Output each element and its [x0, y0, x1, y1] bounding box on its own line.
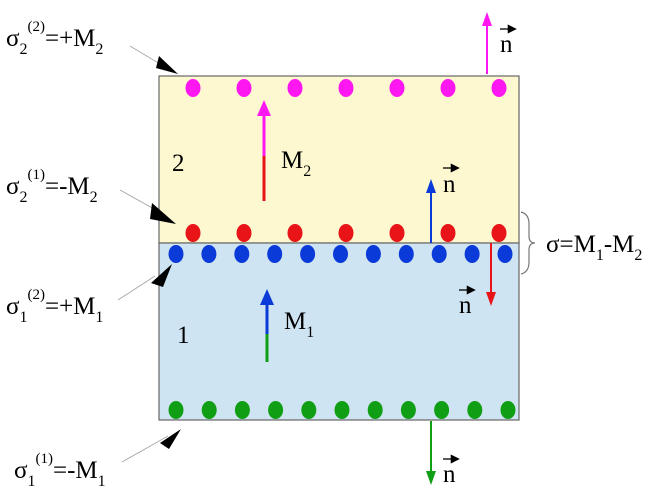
charge-dot-green	[301, 401, 317, 419]
surface-charge-row-lower-interface	[168, 245, 513, 263]
charge-dot-green	[400, 401, 416, 419]
magnetization-2-label: M2	[281, 147, 311, 180]
charge-dot-blue	[398, 245, 414, 263]
svg-text:n: n	[459, 292, 472, 319]
charge-dot-red	[185, 224, 201, 242]
surface-charge-row-bottom	[168, 401, 516, 419]
normal-arrow-region2-interface	[426, 179, 436, 243]
region-2-box	[158, 75, 520, 244]
charge-dot-blue	[431, 245, 447, 263]
charge-dot-magenta	[287, 79, 303, 97]
charge-dot-red	[491, 224, 507, 242]
sigma-1-inner-label: σ1(2)=+M1	[6, 287, 103, 326]
pointer-sigma-1-outer	[121, 429, 181, 463]
charge-dot-green	[500, 401, 516, 419]
charge-dot-blue	[497, 245, 513, 263]
charge-dot-green	[367, 401, 383, 419]
magnetization-2-arrow	[257, 100, 271, 201]
charge-dot-blue	[333, 245, 348, 263]
pointer-sigma-2-inner	[119, 189, 176, 224]
normal-label-bottom: n	[443, 454, 460, 488]
charge-dot-blue	[234, 245, 250, 263]
charge-dot-magenta	[338, 79, 354, 97]
svg-text:n: n	[500, 31, 513, 58]
charge-dot-magenta	[491, 79, 507, 97]
charge-dot-magenta	[389, 79, 405, 97]
charge-dot-blue	[365, 245, 381, 263]
charge-dot-red	[287, 224, 303, 242]
charge-dot-green	[334, 401, 350, 419]
normal-label-top: n	[500, 24, 517, 58]
pointer-sigma-2-outer	[129, 45, 178, 74]
region-1-label: 1	[177, 322, 190, 349]
region-2-label: 2	[172, 150, 185, 177]
charge-dot-blue	[267, 245, 283, 263]
charge-dot-magenta	[236, 79, 252, 97]
sigma-2-outer-label: σ2(2)=+M2	[6, 19, 103, 58]
charge-dot-green	[234, 401, 250, 419]
charge-dot-green	[201, 401, 217, 419]
normal-label-region1-interface: n	[459, 285, 476, 319]
charge-dot-blue	[201, 245, 217, 263]
charge-dot-red	[236, 224, 252, 242]
surface-charge-row-upper-interface	[185, 224, 507, 242]
charge-dot-red	[389, 224, 405, 242]
normal-arrow-bottom-surface	[426, 421, 436, 485]
interface-sigma-label: σ=M1-M2	[546, 231, 642, 264]
charge-dot-blue	[464, 245, 480, 263]
magnetization-1-arrow	[260, 289, 274, 362]
region-1-box	[158, 242, 520, 421]
charge-dot-green	[268, 401, 284, 419]
charge-dot-green	[467, 401, 483, 419]
normal-arrow-region1-interface	[486, 243, 496, 306]
interface-bracket	[520, 211, 536, 275]
normal-arrow-top-surface	[482, 12, 492, 74]
charge-dot-red	[338, 224, 354, 242]
svg-text:n: n	[443, 171, 456, 198]
sigma-1-outer-label: σ1(1)=-M1	[14, 451, 106, 490]
normal-label-region2-interface: n	[443, 163, 460, 198]
charge-dot-red	[440, 224, 456, 242]
charge-dot-magenta	[185, 79, 201, 97]
svg-text:n: n	[443, 461, 456, 488]
sigma-2-inner-label: σ2(1)=-M2	[6, 167, 98, 206]
charge-dot-green	[168, 401, 184, 419]
pointer-sigma-1-inner	[117, 264, 172, 301]
charge-dot-magenta	[440, 79, 456, 97]
charge-dot-blue	[300, 245, 316, 263]
charge-dot-green	[434, 401, 450, 419]
magnetization-1-label: M1	[284, 308, 314, 341]
charge-dot-blue	[168, 245, 184, 263]
surface-charge-row-top	[185, 79, 507, 97]
